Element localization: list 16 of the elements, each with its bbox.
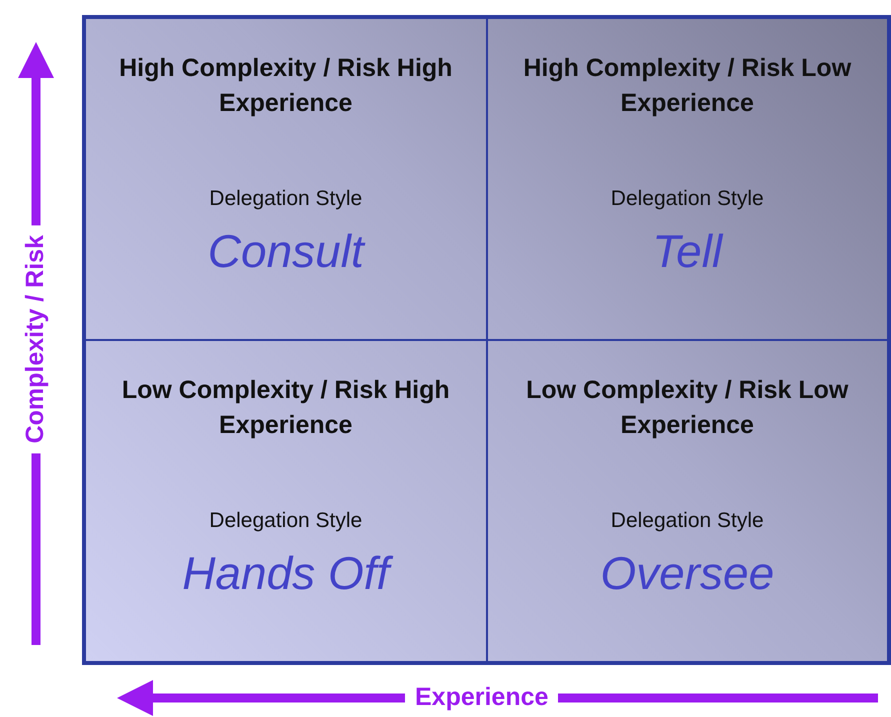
delegation-style: Consult <box>206 224 366 278</box>
quadrant-cell <box>85 18 486 340</box>
style-caption: Delegation Style <box>208 509 364 533</box>
style-caption: Delegation Style <box>610 509 765 533</box>
delegation-style: Hands Off <box>136 546 436 600</box>
quadrant-heading: High Complexity / Risk Low Experience <box>522 53 852 119</box>
quadrant-heading: High Complexity / Risk High Experience <box>118 53 454 119</box>
delegation-style: Tell <box>651 224 724 278</box>
delegation-style: Oversee <box>599 546 776 600</box>
quadrant-heading: Low Complexity / Risk High Experience <box>120 375 451 441</box>
quadrant-heading: Low Complexity / Risk Low Experience <box>525 375 850 441</box>
style-caption: Delegation Style <box>610 187 765 211</box>
quadrant-cell <box>85 340 486 662</box>
quadrant-cell <box>486 18 888 340</box>
quadrant-cell <box>486 340 888 662</box>
style-caption: Delegation Style <box>208 187 364 211</box>
